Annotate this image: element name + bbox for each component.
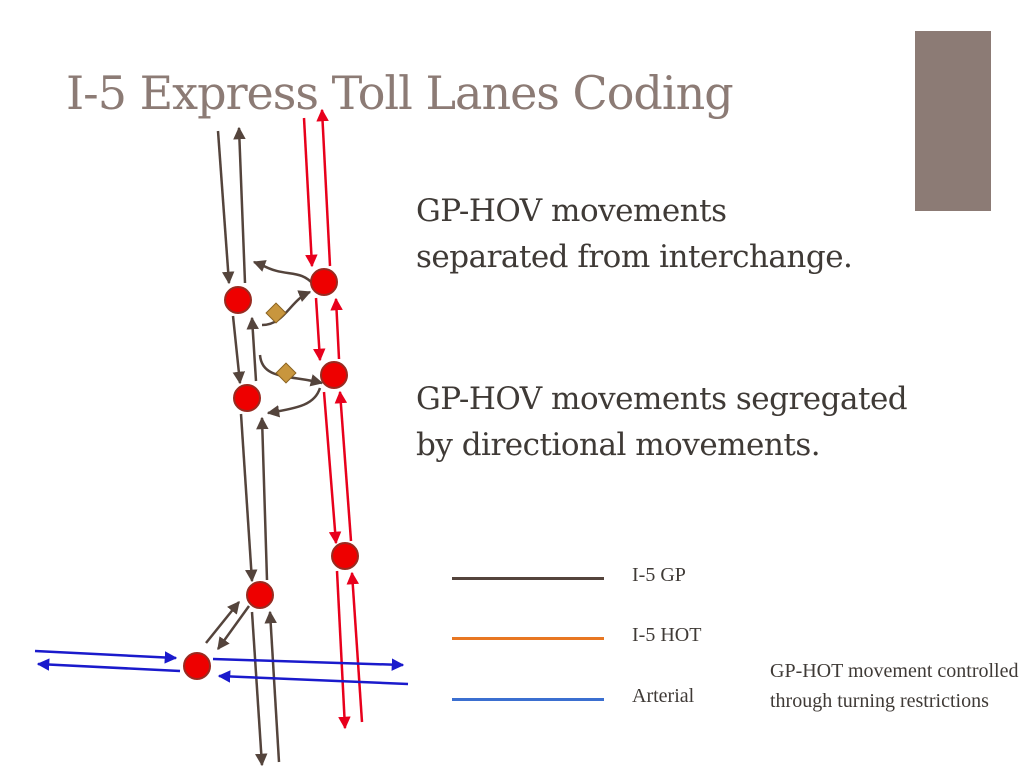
node — [233, 384, 261, 412]
connector-diamond — [275, 362, 297, 384]
paragraph-segregated: GP-HOV movements segregated by direction… — [416, 381, 908, 463]
legend-label-arterial: Arterial — [632, 685, 695, 707]
hot-link — [334, 390, 353, 542]
hot-link — [330, 297, 343, 360]
connectors — [265, 302, 297, 384]
gp-ramp — [266, 387, 322, 418]
legend-label-hot: I-5 HOT — [632, 624, 702, 646]
gp-link — [231, 315, 246, 385]
hot-link — [316, 108, 332, 267]
legend-line-gp — [452, 577, 604, 580]
gp-links — [205, 126, 324, 767]
arterial-link — [36, 658, 181, 673]
hot-link — [302, 117, 318, 268]
gp-link — [246, 316, 259, 382]
arterial-link — [34, 649, 178, 664]
hot-link — [322, 391, 342, 545]
connector-diamond — [265, 302, 287, 324]
hot-link — [313, 297, 326, 362]
nodes — [183, 268, 359, 680]
arterial-link — [212, 657, 405, 671]
node — [331, 542, 359, 570]
paragraph-separated: GP-HOV movements separated from intercha… — [416, 193, 853, 275]
node — [224, 286, 252, 314]
arterial-links — [34, 649, 409, 686]
arterial-link — [217, 670, 409, 686]
legend-line-hot — [452, 637, 604, 640]
node — [320, 361, 348, 389]
gp-link — [216, 130, 235, 285]
hot-link — [335, 570, 351, 730]
turning-restrictions-note: GP-HOT movement controlled through turni… — [770, 660, 1019, 712]
legend-label-gp: I-5 GP — [632, 564, 686, 586]
gp-link — [256, 416, 269, 581]
gp-link — [250, 611, 268, 767]
node — [246, 581, 274, 609]
hot-link — [346, 571, 364, 723]
gp-link — [205, 601, 240, 644]
gp-link — [239, 413, 258, 583]
node — [183, 652, 211, 680]
gp-link — [233, 126, 247, 284]
gp-link — [264, 610, 281, 763]
gp-ramp — [261, 290, 312, 327]
legend-line-arterial — [452, 698, 604, 701]
hot-links — [302, 108, 364, 730]
corner-accent-block — [915, 31, 991, 211]
gp-ramp — [252, 260, 315, 286]
node — [310, 268, 338, 296]
slide-title: I-5 Express Toll Lanes Coding — [66, 66, 734, 120]
gp-link — [216, 605, 251, 651]
